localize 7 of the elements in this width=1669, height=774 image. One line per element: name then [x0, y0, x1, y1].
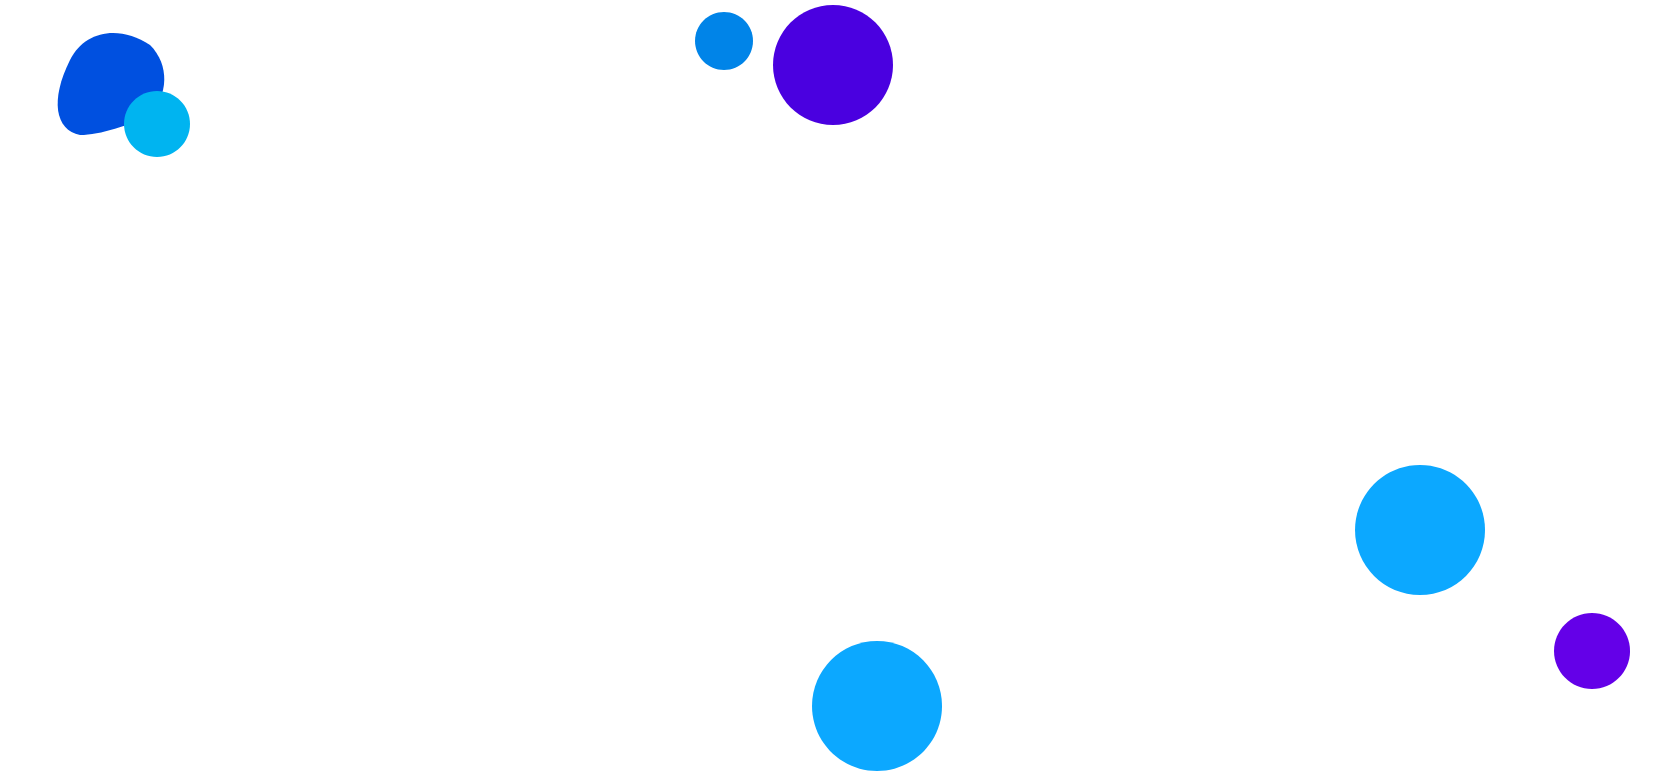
- circle-shape: [124, 91, 190, 157]
- circle-shape: [1554, 613, 1630, 689]
- circle-shape: [1355, 465, 1485, 595]
- circle-shape: [812, 641, 942, 771]
- blob-shape: [57, 33, 165, 135]
- circle-shape: [695, 12, 753, 70]
- circle-shape: [773, 5, 893, 125]
